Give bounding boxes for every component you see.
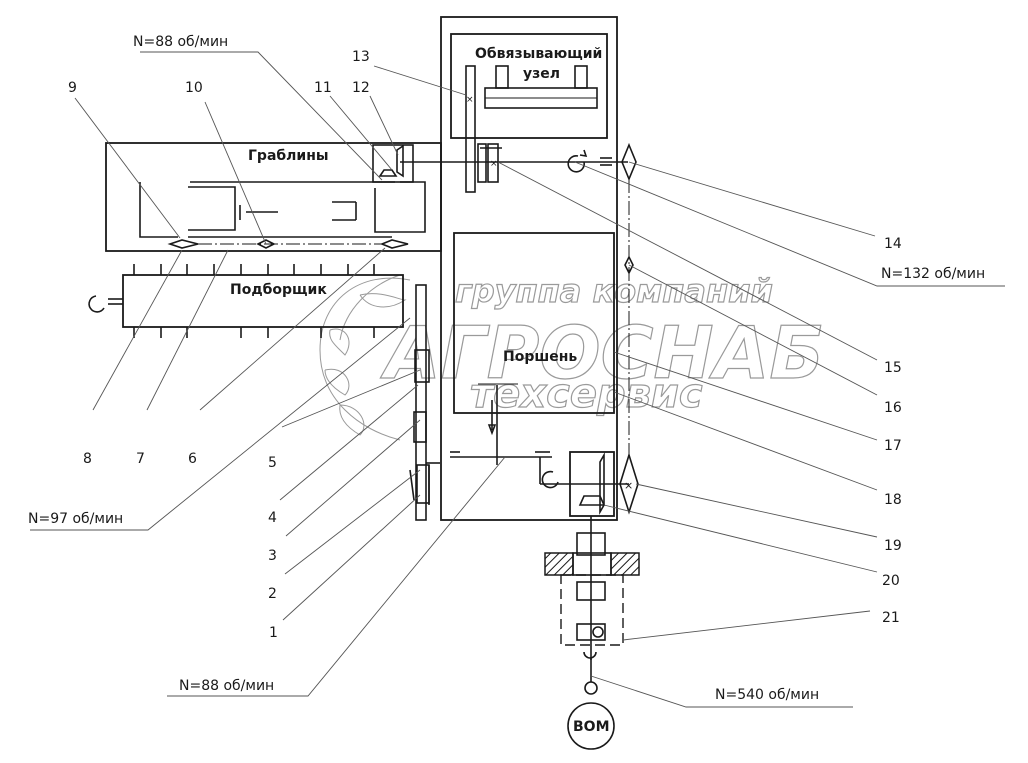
callout-11: 11 [314, 80, 332, 96]
rakes-block: Граблины [105, 142, 442, 252]
speed-label-pickup: N=97 об/мин [28, 511, 123, 527]
callout-3: 3 [268, 548, 277, 564]
rakes-label: Граблины [248, 148, 329, 164]
piston-block: Поршень [453, 232, 615, 465]
callout-8: 8 [83, 451, 92, 467]
watermark-laurel-icon [319, 274, 411, 441]
callouts: 1 2 3 4 5 6 7 8 9 10 11 12 13 14 15 16 1… [68, 49, 902, 641]
callout-14: 14 [884, 236, 902, 252]
callout-16: 16 [884, 400, 902, 416]
callout-21: 21 [882, 610, 900, 626]
lower-drive [450, 451, 629, 660]
upper-shaft: × [400, 143, 628, 183]
pickup-block: Подборщик [88, 264, 404, 338]
callout-2: 2 [268, 586, 277, 602]
speed-label-knotter: N=132 об/мин [881, 266, 985, 282]
callout-20: 20 [882, 573, 900, 589]
pto-label: ВОМ [573, 719, 610, 735]
leader-lines [30, 51, 1005, 708]
callout-10: 10 [185, 80, 203, 96]
speed-label-pto: N=540 об/мин [715, 687, 819, 703]
pickup-label: Подборщик [230, 282, 327, 298]
svg-text:×: × [466, 95, 474, 105]
callout-18: 18 [884, 492, 902, 508]
speed-label-rakes: N=88 об/мин [133, 34, 228, 50]
callout-13: 13 [352, 49, 370, 65]
callout-9: 9 [68, 80, 77, 96]
left-chain-drive [409, 284, 440, 521]
callout-17: 17 [884, 438, 902, 454]
callout-19: 19 [884, 538, 902, 554]
callout-12: 12 [352, 80, 370, 96]
knotter-label-1: Обвязывающий [475, 46, 602, 62]
baler-frame [440, 16, 618, 521]
right-chain-drive: × [619, 142, 639, 515]
callout-1: 1 [269, 625, 278, 641]
callout-6: 6 [188, 451, 197, 467]
knotter-block: Обвязывающий узел × [450, 33, 608, 193]
callout-4: 4 [268, 510, 277, 526]
svg-text:×: × [490, 159, 498, 169]
pto-shaft: ВОМ [544, 532, 640, 750]
speed-label-piston: N=88 об/мин [179, 678, 274, 694]
rotation-arrow-icon [88, 295, 105, 313]
callout-15: 15 [884, 360, 902, 376]
callout-7: 7 [136, 451, 145, 467]
knotter-label-2: узел [523, 66, 560, 82]
callout-5: 5 [268, 455, 277, 471]
watermark-line3: техсервис [470, 371, 703, 417]
svg-text:×: × [624, 479, 633, 492]
piston-label: Поршень [503, 349, 577, 365]
